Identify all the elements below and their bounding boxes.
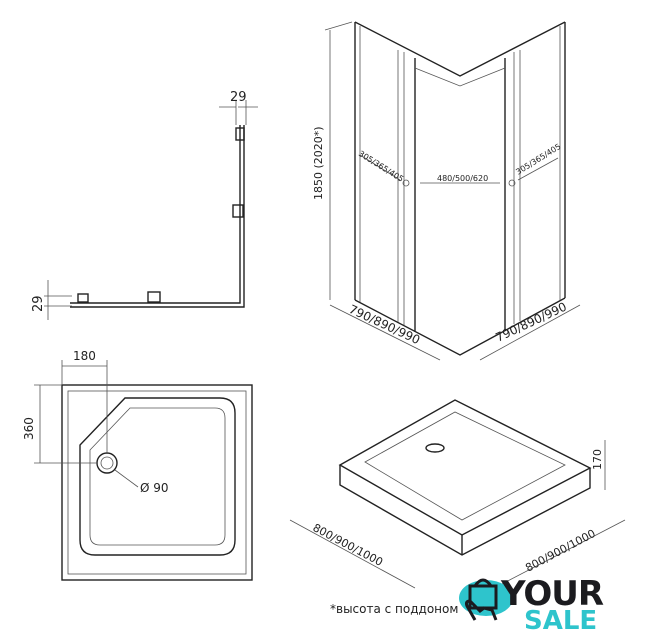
brand-logo: YOUR SALE — [458, 574, 608, 638]
drain-diameter-label: Ø 90 — [140, 481, 169, 495]
profile-dim-left: 29 — [31, 295, 46, 312]
profile-dim-top: 29 — [230, 90, 247, 105]
tray-dim-180: 180 — [73, 349, 96, 363]
tray-dim-360: 360 — [22, 417, 36, 440]
tray-iso-view: 800/900/1000 800/900/1000 170 — [289, 399, 626, 589]
enclosure-width-left: 790/890/990 — [347, 302, 423, 347]
profile-view: 29 29 — [31, 90, 258, 320]
tray-width-left: 800/900/1000 — [311, 521, 385, 569]
enclosure-height-label: 1850 (2020*) — [312, 126, 325, 200]
tray-height-label: 170 — [591, 449, 604, 470]
tray-width-right: 800/900/1000 — [523, 527, 597, 575]
center-opening-label: 480/500/620 — [437, 174, 488, 183]
logo-line2: SALE — [524, 606, 598, 636]
tray-plan-view: 180 360 Ø 90 — [22, 349, 253, 581]
logo-line1: YOUR — [501, 574, 604, 614]
logo-bag-icon — [459, 578, 513, 621]
footnote: *высота с поддоном — [330, 602, 459, 616]
enclosure-view: 1850 (2020*) 305/365/405 480/500/620 305… — [312, 21, 581, 361]
